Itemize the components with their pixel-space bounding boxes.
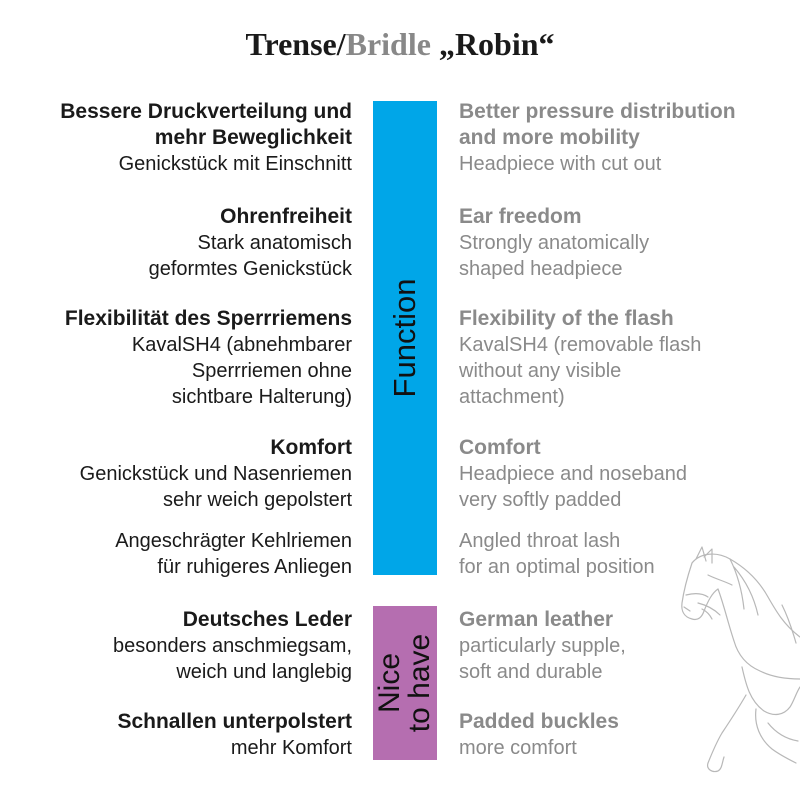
- feature-text: Headpiece and noseband: [459, 463, 687, 485]
- feature-text: sichtbare Halterung): [171, 386, 352, 408]
- feature-heading: Deutsches Leder: [182, 608, 352, 631]
- feature-en-leather: German leather particularly supple, soft…: [459, 607, 626, 685]
- feature-heading: Flexibilität des Sperrriemens: [64, 307, 352, 330]
- nice-to-have-label: Nice to have: [373, 633, 436, 733]
- feature-text: für ruhigeres Anliegen: [157, 556, 352, 578]
- function-bar: Function: [373, 101, 437, 575]
- feature-en-ear-freedom: Ear freedom Strongly anatomically shaped…: [459, 204, 649, 282]
- title-english: Bridle: [345, 26, 431, 62]
- feature-heading: Ohrenfreiheit: [220, 205, 352, 228]
- feature-de-flash: Flexibilität des Sperrriemens KavalSH4 (…: [65, 306, 352, 410]
- feature-text: Angeschrägter Kehlriemen: [115, 530, 352, 552]
- feature-de-comfort: Komfort Genickstück und Nasenriemen sehr…: [80, 435, 352, 513]
- feature-text: without any visible: [459, 360, 622, 382]
- feature-text: Stark anatomisch: [197, 232, 352, 254]
- feature-text: Angled throat lash: [459, 530, 621, 552]
- feature-text: shaped headpiece: [459, 258, 623, 280]
- feature-en-comfort: Comfort Headpiece and noseband very soft…: [459, 435, 687, 513]
- feature-text: attachment): [459, 386, 565, 408]
- feature-heading: Komfort: [270, 436, 352, 459]
- feature-text: particularly supple,: [459, 635, 626, 657]
- feature-heading: Comfort: [459, 436, 541, 459]
- feature-de-buckles: Schnallen unterpolstert mehr Komfort: [117, 709, 352, 761]
- feature-en-buckles: Padded buckles more comfort: [459, 709, 619, 761]
- feature-heading: Padded buckles: [459, 710, 619, 733]
- feature-text: sehr weich gepolstert: [163, 489, 352, 511]
- feature-text: mehr Komfort: [230, 737, 352, 759]
- feature-text: besonders anschmiegsam,: [112, 635, 352, 657]
- feature-heading: Schnallen unterpolstert: [117, 710, 352, 733]
- feature-en-flash: Flexibility of the flash KavalSH4 (remov…: [459, 306, 701, 410]
- feature-text: more comfort: [459, 737, 577, 759]
- title-product-name: „Robin“: [430, 26, 555, 62]
- feature-text: for an optimal position: [459, 556, 655, 578]
- feature-heading: mehr Beweglichkeit: [154, 126, 352, 149]
- feature-text: Strongly anatomically: [459, 232, 650, 254]
- page-title: Trense/Bridle „Robin“: [0, 26, 800, 63]
- horse-sketch-icon: [681, 546, 800, 773]
- feature-text: soft and durable: [459, 661, 603, 683]
- feature-text: geformtes Genickstück: [148, 258, 352, 280]
- feature-en-pressure: Better pressure distribution and more mo…: [459, 99, 736, 177]
- feature-text: Genickstück mit Einschnitt: [118, 153, 352, 175]
- feature-de-pressure: Bessere Druckverteilung und mehr Bewegli…: [60, 99, 352, 177]
- feature-text: weich und langlebig: [176, 661, 352, 683]
- feature-heading: Better pressure distribution: [459, 100, 736, 123]
- feature-heading: Flexibility of the flash: [459, 307, 674, 330]
- nice-label-line-1: Nice: [373, 652, 406, 714]
- feature-text: KavalSH4 (removable flash: [459, 334, 702, 356]
- title-german: Trense/: [245, 26, 346, 62]
- feature-en-throat-lash: Angled throat lash for an optimal positi…: [459, 528, 655, 580]
- feature-text: Headpiece with cut out: [459, 153, 662, 175]
- feature-heading: Bessere Druckverteilung und: [60, 100, 352, 123]
- nice-label-line-2: to have: [403, 633, 436, 733]
- feature-de-ear-freedom: Ohrenfreiheit Stark anatomisch geformtes…: [149, 204, 352, 282]
- nice-to-have-bar: Nice to have: [373, 606, 437, 760]
- function-label: Function: [387, 278, 422, 398]
- feature-text: Genickstück und Nasenriemen: [79, 463, 352, 485]
- feature-text: very softly padded: [459, 489, 622, 511]
- feature-heading: Ear freedom: [459, 205, 582, 228]
- feature-heading: and more mobility: [459, 126, 640, 149]
- feature-de-throat-lash: Angeschrägter Kehlriemen für ruhigeres A…: [115, 528, 352, 580]
- feature-text: KavalSH4 (abnehmbarer: [131, 334, 352, 356]
- feature-heading: German leather: [459, 608, 614, 631]
- feature-text: Sperrriemen ohne: [191, 360, 352, 382]
- feature-de-leather: Deutsches Leder besonders anschmiegsam, …: [113, 607, 352, 685]
